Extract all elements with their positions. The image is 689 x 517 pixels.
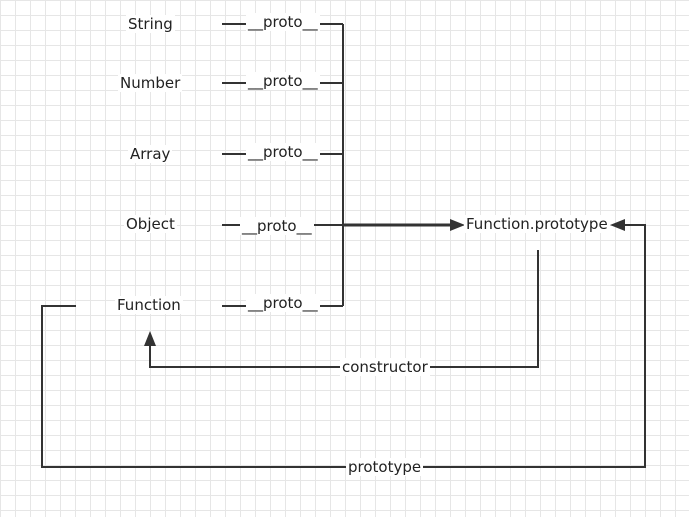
edge-label-prototype: prototype	[346, 458, 424, 476]
node-function-prototype: Function.prototype	[464, 215, 610, 233]
edge-label-proto-string: __proto__	[246, 13, 320, 31]
node-string: String	[126, 15, 175, 33]
node-object: Object	[124, 215, 177, 233]
node-array: Array	[128, 145, 173, 163]
node-function: Function	[115, 296, 183, 314]
edge-label-proto-object: __proto__	[240, 217, 314, 235]
node-number: Number	[118, 74, 183, 92]
constructor-arrowhead	[144, 331, 156, 346]
edge-label-proto-array: __proto__	[246, 143, 320, 161]
prototype-edge	[41, 224, 646, 468]
edge-label-constructor: constructor	[340, 358, 430, 376]
edge-label-proto-number: __proto__	[246, 72, 320, 90]
prototype-arrowhead	[610, 219, 625, 231]
edge-label-proto-function: __proto__	[246, 294, 320, 312]
proto-arrowhead	[450, 219, 465, 231]
